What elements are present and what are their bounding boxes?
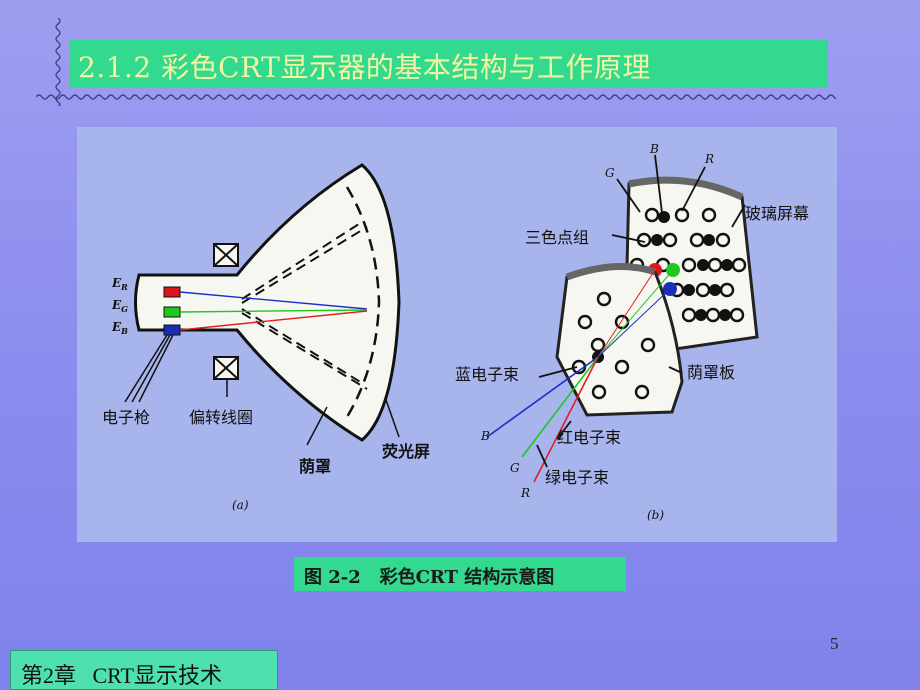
label-beam-r: R [520,486,530,500]
crt-tube-outline [134,163,401,442]
deflected-beam-upper [241,221,363,300]
beam-red [179,310,368,331]
decorative-horizontal-rule [36,94,836,100]
label-color-triad: 三色点组 [525,228,589,247]
label-beam-g: G [510,461,520,475]
panel-label-a: (a) [232,498,249,512]
crt-figure: ER EG EB 电子枪 偏转线圈 荫罩 荧光屏 (a) [77,127,837,542]
chapter-footer: 第2章 CRT显示技术 [10,650,278,690]
gun-green [163,306,181,318]
beam-blue [179,291,368,310]
label-blue-beam: 蓝电子束 [455,365,519,384]
chapter-title: 第2章 CRT显示技术 [21,663,222,688]
gun-label-r: ER [111,276,128,292]
label-green-beam: 绿电子束 [545,468,609,487]
label-shadow-mask: 荫罩 [299,457,331,476]
label-beam-b: B [480,429,490,443]
crt-tube-diagram: ER EG EB 电子枪 偏转线圈 荫罩 荧光屏 (a) [102,163,430,512]
phosphor-dots-filled [651,211,733,321]
figure-caption-box: 图 2-2 彩色CRT 结构示意图 [294,557,626,591]
page-title: 2.1.2 彩色CRT显示器的基本结构与工作原理 [78,51,651,84]
label-electron-gun: 电子枪 [102,408,150,427]
yoke-coil-top [213,243,239,267]
label-top-r: R [704,152,714,166]
crt-diagram: ER EG EB 电子枪 偏转线圈 荫罩 荧光屏 (a) [102,142,809,522]
panel-label-b: (b) [647,508,664,522]
gun-red [163,286,181,298]
label-red-beam: 红电子束 [557,428,621,447]
gun-blue [163,324,181,336]
label-top-b: B [649,142,659,156]
decorative-vertical-rule [55,18,61,106]
figure-caption: 图 2-2 彩色CRT 结构示意图 [304,567,555,588]
beam-b-blue [486,356,599,438]
page-number: 5 [830,634,839,653]
label-glass-screen: 玻璃屏幕 [745,204,809,223]
beam-green [179,309,368,313]
beam-g-green [521,356,599,458]
gun-label-g: EG [111,298,128,314]
label-mask-plate: 荫罩板 [687,363,735,382]
label-deflection-yoke: 偏转线圈 [189,408,253,427]
mask-holes [571,291,656,400]
title-banner: 2.1.2 彩色CRT显示器的基本结构与工作原理 [70,40,828,88]
gun-label-b: EB [111,320,128,336]
label-top-g: G [605,166,615,180]
yoke-coil-bottom [213,356,239,380]
label-phosphor-screen: 荧光屏 [382,442,430,461]
shadow-mask-detail-diagram: G B R 三色点组 玻璃屏幕 蓝电子束 荫罩板 红电子束 绿电子束 B G R… [455,142,809,522]
shadow-mask [345,186,381,418]
